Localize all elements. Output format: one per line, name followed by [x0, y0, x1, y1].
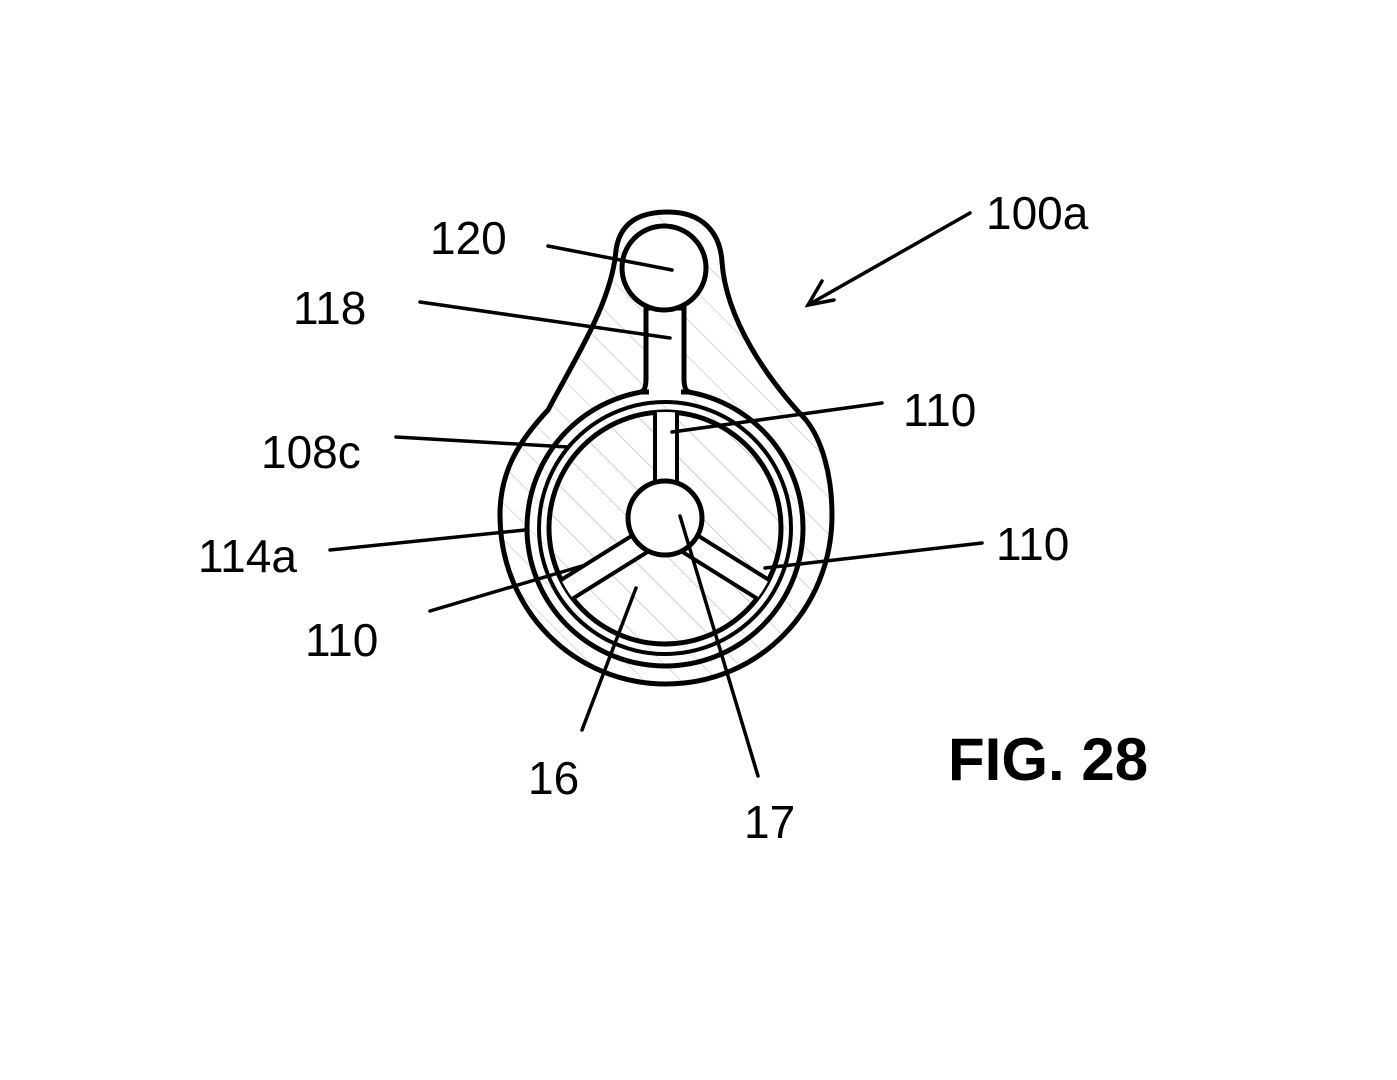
assembly-arrow: [804, 211, 972, 308]
leader-114a: [328, 528, 527, 552]
arrow-shaft: [806, 211, 972, 307]
label-16: 16: [528, 752, 579, 804]
label-110-left: 110: [305, 614, 378, 666]
connecting-channel: [639, 305, 691, 395]
label-108c: 108c: [261, 426, 361, 478]
leader-16: [580, 586, 638, 732]
arrow-head: [804, 279, 836, 308]
label-17: 17: [744, 796, 795, 848]
label-110-right: 110: [996, 518, 1069, 570]
leader-lines: [328, 244, 984, 778]
reference-labels: 100a 120 118 110 108c 110 114a 110 16 17: [198, 187, 1089, 848]
channel-mask: [649, 386, 681, 400]
leader-108c: [394, 435, 570, 449]
label-110-upper: 110: [903, 384, 976, 436]
housing-outline: [497, 209, 835, 687]
center-lumen: [625, 478, 705, 558]
label-120: 120: [430, 212, 507, 264]
leader-120: [546, 244, 674, 272]
label-100a: 100a: [986, 187, 1089, 239]
leader-110-right: [763, 541, 984, 570]
label-118: 118: [293, 282, 366, 334]
leader-118: [418, 300, 672, 340]
label-114a: 114a: [198, 530, 297, 582]
leader-17: [678, 514, 760, 778]
figure-title: FIG. 28: [948, 726, 1148, 793]
wall-ring-outer: [537, 400, 793, 656]
leader-110-upper: [670, 401, 884, 434]
leader-110-left: [428, 564, 584, 613]
